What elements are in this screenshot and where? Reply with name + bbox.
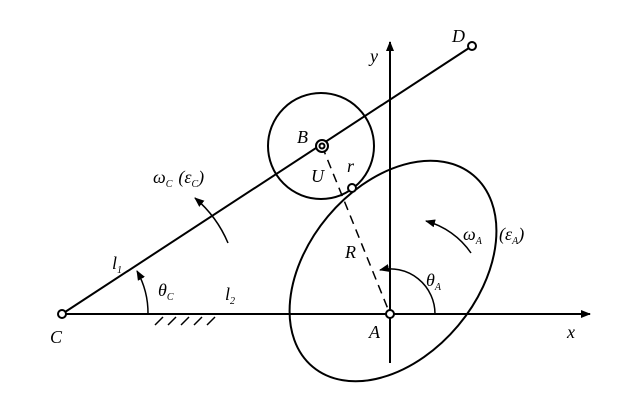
label-d: D (451, 26, 465, 46)
cam-ellipse (288, 159, 498, 383)
label-theta-c: θC (158, 280, 174, 303)
label-l1: l1 (112, 253, 122, 276)
ground-hatch (154, 316, 216, 326)
label-omega-c: ωC(εC) (153, 167, 204, 190)
joint-c (57, 309, 67, 319)
link-l1 (61, 47, 470, 315)
theta-a-arc (379, 264, 436, 315)
label-eps-a: (εA) (499, 224, 524, 247)
label-r: r (347, 156, 355, 176)
label-x: x (566, 322, 575, 342)
label-b: B (297, 127, 308, 147)
label-omega-a: ωA (463, 224, 483, 247)
roller-circle (267, 92, 375, 200)
label-theta-a: θA (426, 270, 442, 293)
joint-a (385, 309, 395, 319)
label-R: R (344, 242, 356, 262)
label-u: U (311, 166, 325, 186)
label-y: y (368, 46, 378, 66)
contact-point (347, 183, 357, 193)
label-a: A (368, 322, 381, 342)
omega-a-arc (425, 219, 472, 254)
theta-c-arc (136, 270, 149, 315)
radius-dashed-line (321, 145, 391, 315)
omega-c-arc (194, 197, 229, 244)
joint-d (467, 41, 477, 51)
label-l2: l2 (225, 284, 235, 307)
joint-b-inner (318, 142, 326, 150)
label-c: C (50, 327, 63, 347)
